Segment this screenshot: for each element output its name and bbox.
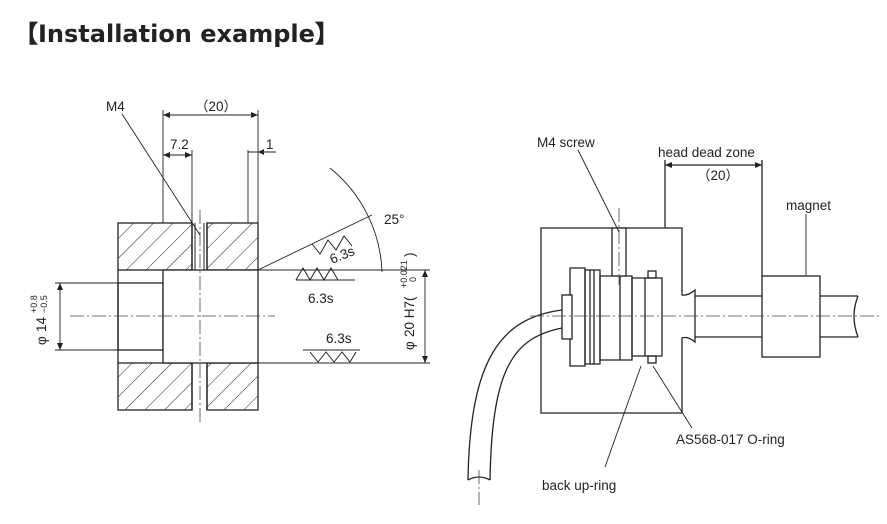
dim-hole-diameter: φ 20 H7( +0.021 0 ) [399, 253, 418, 351]
surface-finish-symbol-2 [309, 351, 357, 363]
o-ring-bottom [647, 355, 657, 364]
surface-finish-symbols [295, 235, 357, 363]
tapped-hole [194, 223, 205, 270]
housing-wall-lower-right [206, 362, 259, 411]
dead-zone-dimension: （20） [697, 168, 739, 183]
left-centerlines [70, 210, 275, 425]
svg-text:20 H7(: 20 H7( [402, 296, 417, 337]
cable [467, 309, 563, 481]
right-housing [467, 160, 859, 481]
dim-land: 1 [266, 137, 274, 152]
svg-text:+0.021: +0.021 [399, 260, 409, 288]
left-housing-section [117, 222, 259, 411]
surface-finish-symbol-3 [311, 235, 353, 255]
dim-overall-length: （20） [195, 99, 237, 114]
o-ring-top [647, 270, 657, 279]
surface-finish-symbol-1 [295, 267, 339, 281]
svg-text:φ: φ [34, 336, 49, 345]
housing-bore-right [162, 269, 259, 364]
svg-text:−0.5: −0.5 [39, 295, 49, 313]
housing-wall-upper-right [206, 222, 259, 271]
dead-zone-label: head dead zone [658, 145, 755, 160]
o-ring-label: AS568-017 O-ring [676, 432, 785, 447]
left-arrowheads [57, 112, 428, 363]
magnet-label: magnet [786, 198, 831, 213]
dim-tap-offset: 7.2 [170, 137, 189, 152]
right-centerlines [478, 208, 880, 505]
housing-wall-upper-left [117, 222, 193, 271]
backup-ring-label: back up-ring [542, 478, 616, 493]
svg-text:): ) [402, 253, 417, 258]
right-leaders [577, 149, 807, 468]
right-arrowheads [665, 162, 762, 168]
dim-chamfer-angle: 25° [384, 212, 404, 227]
surface-finish-label-3: 6.3s [326, 331, 352, 346]
housing-bore-left [117, 282, 164, 351]
left-dimension-lines [55, 110, 430, 364]
page-title: 【Installation example】 [14, 20, 339, 48]
dim-bore-diameter: φ 14 +0.8 −0.5 [29, 295, 49, 345]
svg-text:14: 14 [34, 316, 49, 332]
surface-finish-label-1: 6.3s [328, 243, 358, 267]
svg-text:0: 0 [408, 277, 418, 282]
magnet-block [761, 275, 821, 358]
housing-wall-lower-left [117, 362, 193, 411]
svg-text:φ: φ [402, 341, 417, 350]
svg-text:+0.8: +0.8 [29, 295, 39, 313]
screw-label: M4 screw [537, 135, 595, 150]
thread-label: M4 [106, 99, 125, 114]
surface-finish-label-2: 6.3s [308, 291, 334, 306]
